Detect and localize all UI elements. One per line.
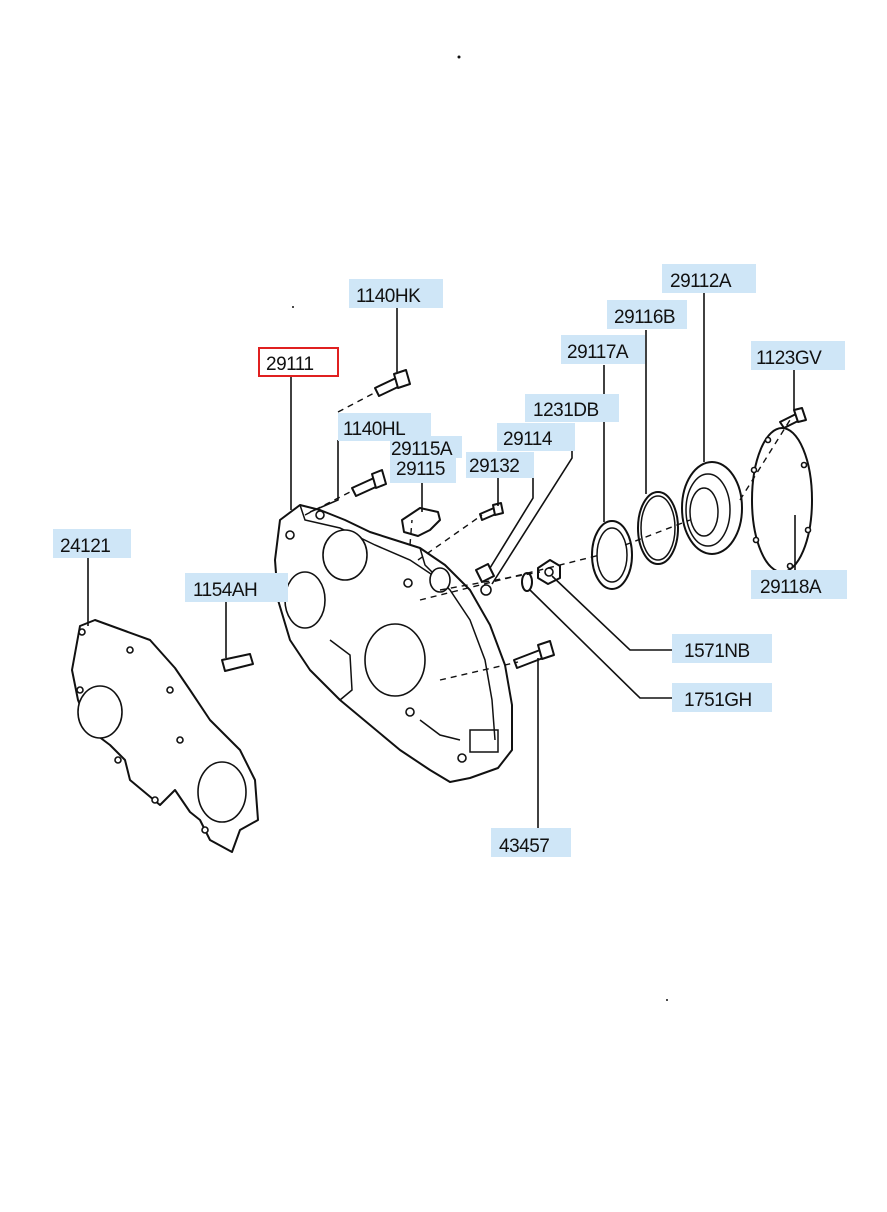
- svg-text:29114: 29114: [503, 429, 553, 450]
- svg-text:43457: 43457: [499, 836, 549, 857]
- svg-text:29111: 29111: [266, 354, 314, 375]
- svg-text:1231DB: 1231DB: [533, 400, 599, 421]
- svg-text:29112A: 29112A: [670, 271, 732, 292]
- assembly-line: [304, 491, 351, 516]
- assembly-line: [439, 661, 519, 681]
- bolt-43457[interactable]: [513, 640, 555, 669]
- label-29132[interactable]: 29132: [466, 452, 534, 478]
- label-29111-selected[interactable]: 29111: [258, 347, 339, 377]
- assembly-line: [739, 419, 791, 501]
- svg-text:1140HL: 1140HL: [343, 419, 405, 440]
- seal-29117a[interactable]: [591, 520, 633, 590]
- label-1123gv[interactable]: 1123GV: [751, 341, 845, 370]
- svg-text:1751GH: 1751GH: [684, 690, 752, 711]
- stray-dot: [292, 306, 294, 308]
- label-1751gh[interactable]: 1751GH: [672, 683, 772, 712]
- stray-dot: [457, 55, 461, 59]
- assembly-line: [439, 571, 541, 591]
- svg-text:1571NB: 1571NB: [684, 641, 750, 662]
- svg-text:29115A: 29115A: [391, 439, 453, 460]
- dowel-pin-1154ah[interactable]: [221, 653, 254, 672]
- assembly-line: [337, 391, 377, 413]
- stray-dot: [666, 999, 668, 1001]
- oil-seal-29112a[interactable]: [681, 461, 743, 555]
- label-24121[interactable]: 24121: [53, 529, 131, 558]
- bolt-29132[interactable]: [479, 502, 504, 521]
- svg-text:29115: 29115: [396, 459, 445, 480]
- svg-text:1123GV: 1123GV: [756, 348, 822, 369]
- bolt-1140hk[interactable]: [374, 369, 411, 397]
- svg-text:29116B: 29116B: [614, 307, 675, 328]
- assembly-line: [624, 519, 691, 546]
- label-29114[interactable]: 29114: [497, 423, 575, 451]
- o-ring-29116b[interactable]: [637, 491, 679, 565]
- label-29112a[interactable]: 29112A: [662, 264, 756, 293]
- gasket-24121[interactable]: [71, 619, 259, 853]
- svg-text:29132: 29132: [469, 456, 519, 477]
- label-1154ah[interactable]: 1154AH: [185, 573, 288, 602]
- svg-text:24121: 24121: [60, 536, 110, 557]
- svg-text:1140HK: 1140HK: [356, 286, 421, 307]
- timing-case-29111[interactable]: [274, 504, 513, 783]
- assembly-line: [409, 519, 413, 546]
- svg-text:29117A: 29117A: [567, 342, 629, 363]
- label-29115[interactable]: 29115: [390, 457, 456, 483]
- assembly-line: [417, 514, 483, 561]
- bolt-1140hl[interactable]: [351, 469, 387, 497]
- washer-1751gh[interactable]: [521, 572, 533, 592]
- label-1140hk[interactable]: 1140HK: [349, 279, 443, 308]
- label-29117a[interactable]: 29117A: [561, 335, 645, 364]
- svg-text:29118A: 29118A: [760, 577, 822, 598]
- label-29118a[interactable]: 29118A: [751, 570, 847, 599]
- screw-1123gv[interactable]: [779, 407, 807, 429]
- label-43457[interactable]: 43457: [491, 828, 571, 857]
- oil-plug-29115[interactable]: [401, 507, 441, 537]
- cover-plate-29118a[interactable]: [750, 427, 813, 573]
- label-1571nb[interactable]: 1571NB: [672, 634, 772, 663]
- svg-text:1154AH: 1154AH: [193, 580, 257, 601]
- label-1231db[interactable]: 1231DB: [525, 394, 619, 422]
- fitting-29114[interactable]: [475, 563, 495, 596]
- label-29116b[interactable]: 29116B: [607, 300, 687, 329]
- label-29115a[interactable]: 29115A: [390, 436, 462, 460]
